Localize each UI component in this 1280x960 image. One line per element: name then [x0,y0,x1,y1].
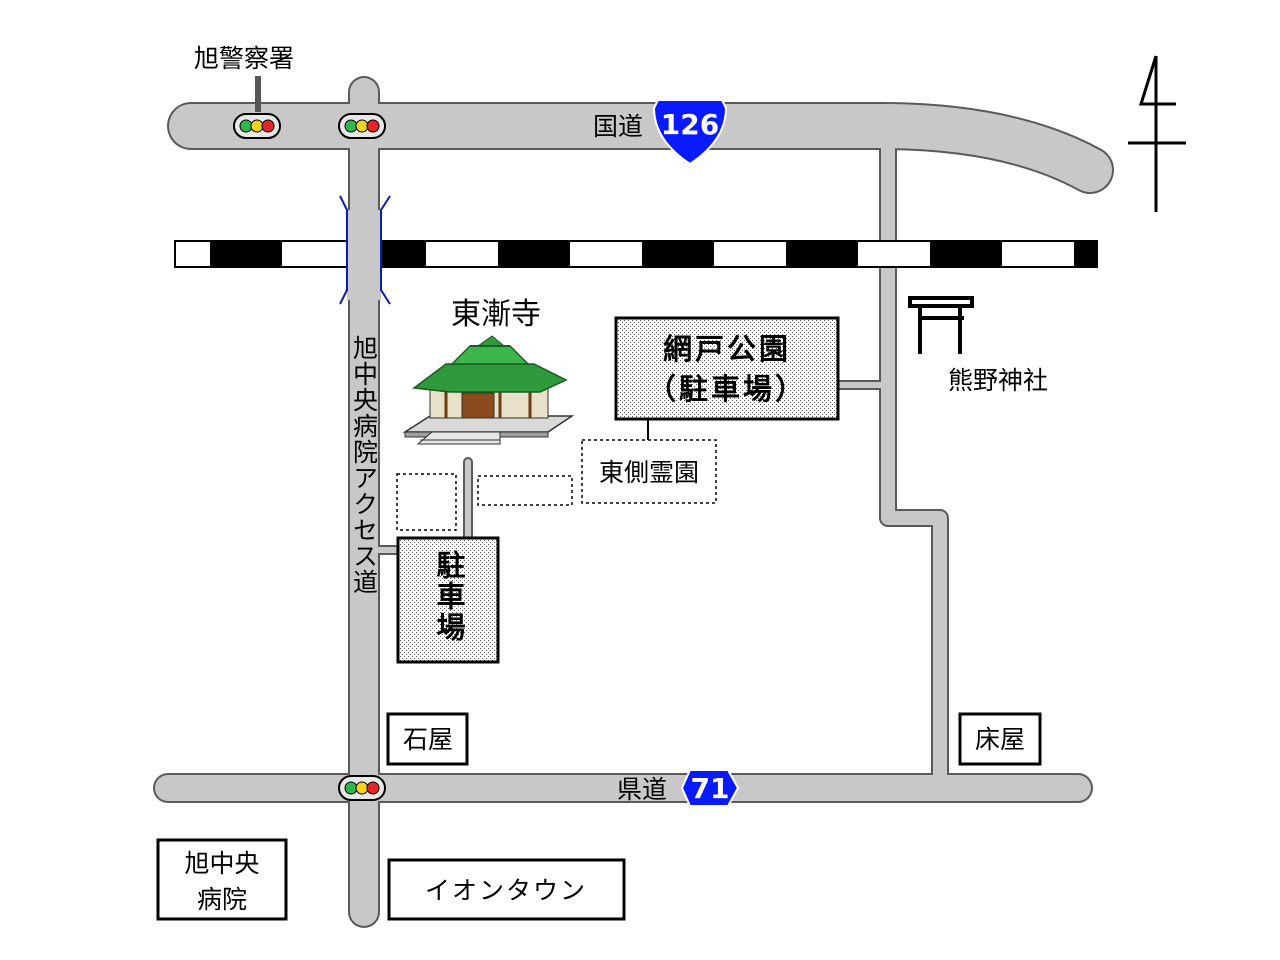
hospital-landmark: 旭中央 病院 [156,838,288,921]
park-name: 網戸公園 [663,332,791,366]
barber-landmark: 床屋 [958,712,1042,766]
temple-parking: 駐車場 [396,536,500,664]
temple-icon [402,335,575,445]
hospital-label-line2: 病院 [197,885,247,914]
traffic-light-north [338,113,386,139]
route-71-shield: 71 [680,769,740,807]
route-126-number: 126 [661,108,719,141]
torii-icon [908,296,974,354]
hospital-label-line1: 旭中央 [184,849,259,878]
east-connector-road [879,131,949,785]
overpass-icon [339,195,391,305]
temple-name: 東漸寺 [451,297,541,332]
park-parking-label: （駐車場） [647,372,807,406]
temple-parking-label: 駐車場 [432,550,466,643]
east-cemetery: 東側霊園 [581,439,717,504]
route-126-shield: 126 [652,99,728,166]
aeon-town-landmark: イオンタウン [387,858,626,921]
traffic-light-police [233,76,281,139]
aeon-town-label: イオンタウン [425,876,587,905]
prefectural-route-label: 県道 [617,775,667,804]
stonemason-landmark: 石屋 [386,712,469,766]
amido-park: 網戸公園 （駐車場） [614,316,840,421]
national-route-label: 国道 [593,112,643,141]
temple-ground-east [477,475,573,506]
route-71-number: 71 [691,772,730,805]
police-station-label: 旭警察署 [194,44,294,73]
temple-ground-west [396,473,457,531]
east-cemetery-label: 東側霊園 [599,458,699,487]
barber-label: 床屋 [975,725,1025,754]
shrine-label: 熊野神社 [948,366,1048,395]
access-road-label: 旭中央病院アクセス道 [350,335,379,595]
north-arrow-icon [1128,55,1186,212]
traffic-light-south [338,775,386,801]
stonemason-label: 石屋 [403,725,453,754]
railway-line [174,240,1098,268]
